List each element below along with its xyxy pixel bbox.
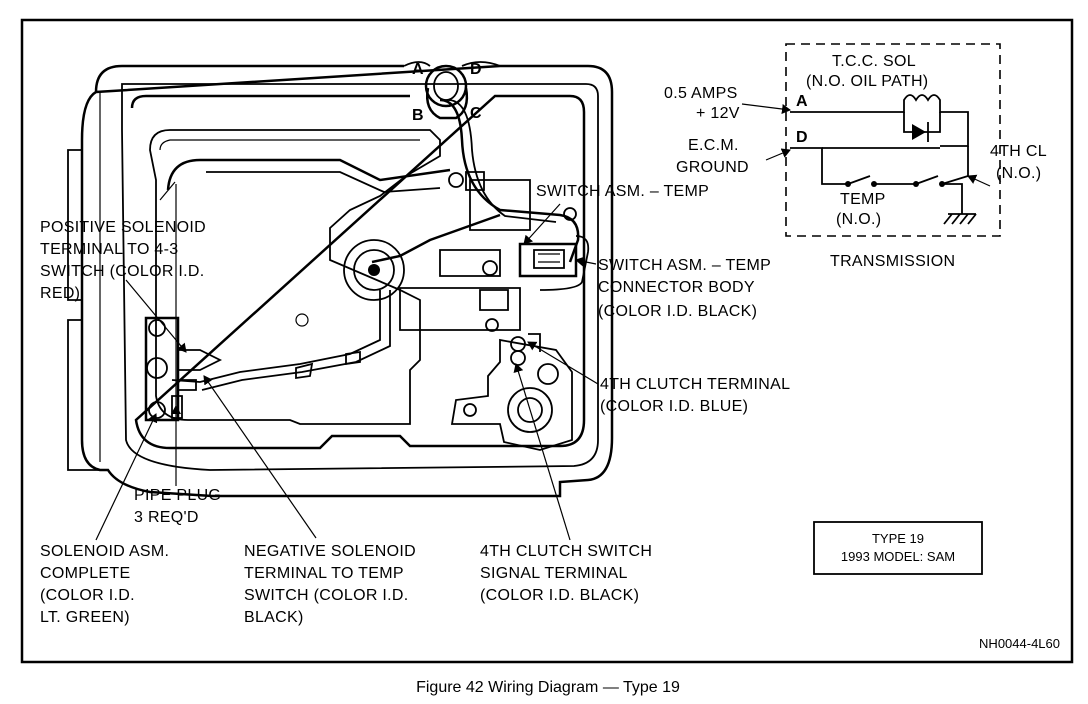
pipe-plug-callout-2: 3 REQ'D [134,509,199,526]
temp-label-2: (N.O.) [836,211,881,228]
schematic-box [741,43,1001,237]
reference-code: NH0044-4L60 [979,636,1060,651]
fourth-cl-label-1: 4TH CL [990,143,1047,160]
positive-callout-4: RED) [40,285,80,302]
ecm-label-1: E.C.M. [688,137,739,154]
fourth-clutch-terminal-callout-2: (COLOR I.D. BLUE) [600,398,748,415]
figure-caption: Figure 42 Wiring Diagram — Type 19 [416,679,680,696]
positive-callout-2: TERMINAL TO 4-3 [40,241,178,258]
schematic-pin-d: D [796,129,808,146]
sol-title-2: (N.O. OIL PATH) [806,73,928,90]
negative-callout-3: SWITCH (COLOR I.D. [244,587,409,604]
negative-callout-1: NEGATIVE SOLENOID [244,543,416,560]
fourth-cl-label-2: (N.O.) [996,165,1041,182]
type-box [813,521,983,575]
amps-label-2: + 12V [696,105,740,122]
negative-callout-2: TERMINAL TO TEMP [244,565,404,582]
transmission-label: TRANSMISSION [830,253,955,270]
solenoid-callout-4: LT. GREEN) [40,609,130,626]
negative-callout-4: BLACK) [244,609,304,626]
sol-title-1: T.C.C. SOL [832,53,916,70]
solenoid-callout-1: SOLENOID ASM. [40,543,169,560]
connector-body-callout-1: SWITCH ASM. – TEMP [598,257,771,274]
amps-label-1: 0.5 AMPS [664,85,738,102]
connector-pin-a: A [412,61,424,78]
signal-callout-2: SIGNAL TERMINAL [480,565,628,582]
connector-body-callout-3: (COLOR I.D. BLACK) [598,303,757,320]
transmission-pan-drawing [67,61,614,498]
fourth-clutch-terminal-callout-1: 4TH CLUTCH TERMINAL [600,376,790,393]
schematic-pin-a: A [796,93,808,110]
signal-callout-1: 4TH CLUTCH SWITCH [480,543,652,560]
connector-pin-b: B [412,107,424,124]
solenoid-callout-2: COMPLETE [40,565,130,582]
positive-callout-1: POSITIVE SOLENOID [40,219,206,236]
connector-body-callout-2: CONNECTOR BODY [598,279,755,296]
type-box-line-1: TYPE 19 [872,531,924,546]
figure-frame [20,18,1074,664]
pipe-plug-callout-1: PIPE PLUG [134,487,221,504]
temp-label-1: TEMP [840,191,886,208]
ecm-label-2: GROUND [676,159,749,176]
solenoid-callout-3: (COLOR I.D. [40,587,135,604]
positive-callout-3: SWITCH (COLOR I.D. [40,263,205,280]
connector-pin-d: D [470,61,482,78]
type-box-line-2: 1993 MODEL: SAM [841,549,955,564]
connector-pin-c: C [470,105,482,122]
switch-temp-callout: SWITCH ASM. – TEMP [536,183,709,200]
signal-callout-3: (COLOR I.D. BLACK) [480,587,639,604]
